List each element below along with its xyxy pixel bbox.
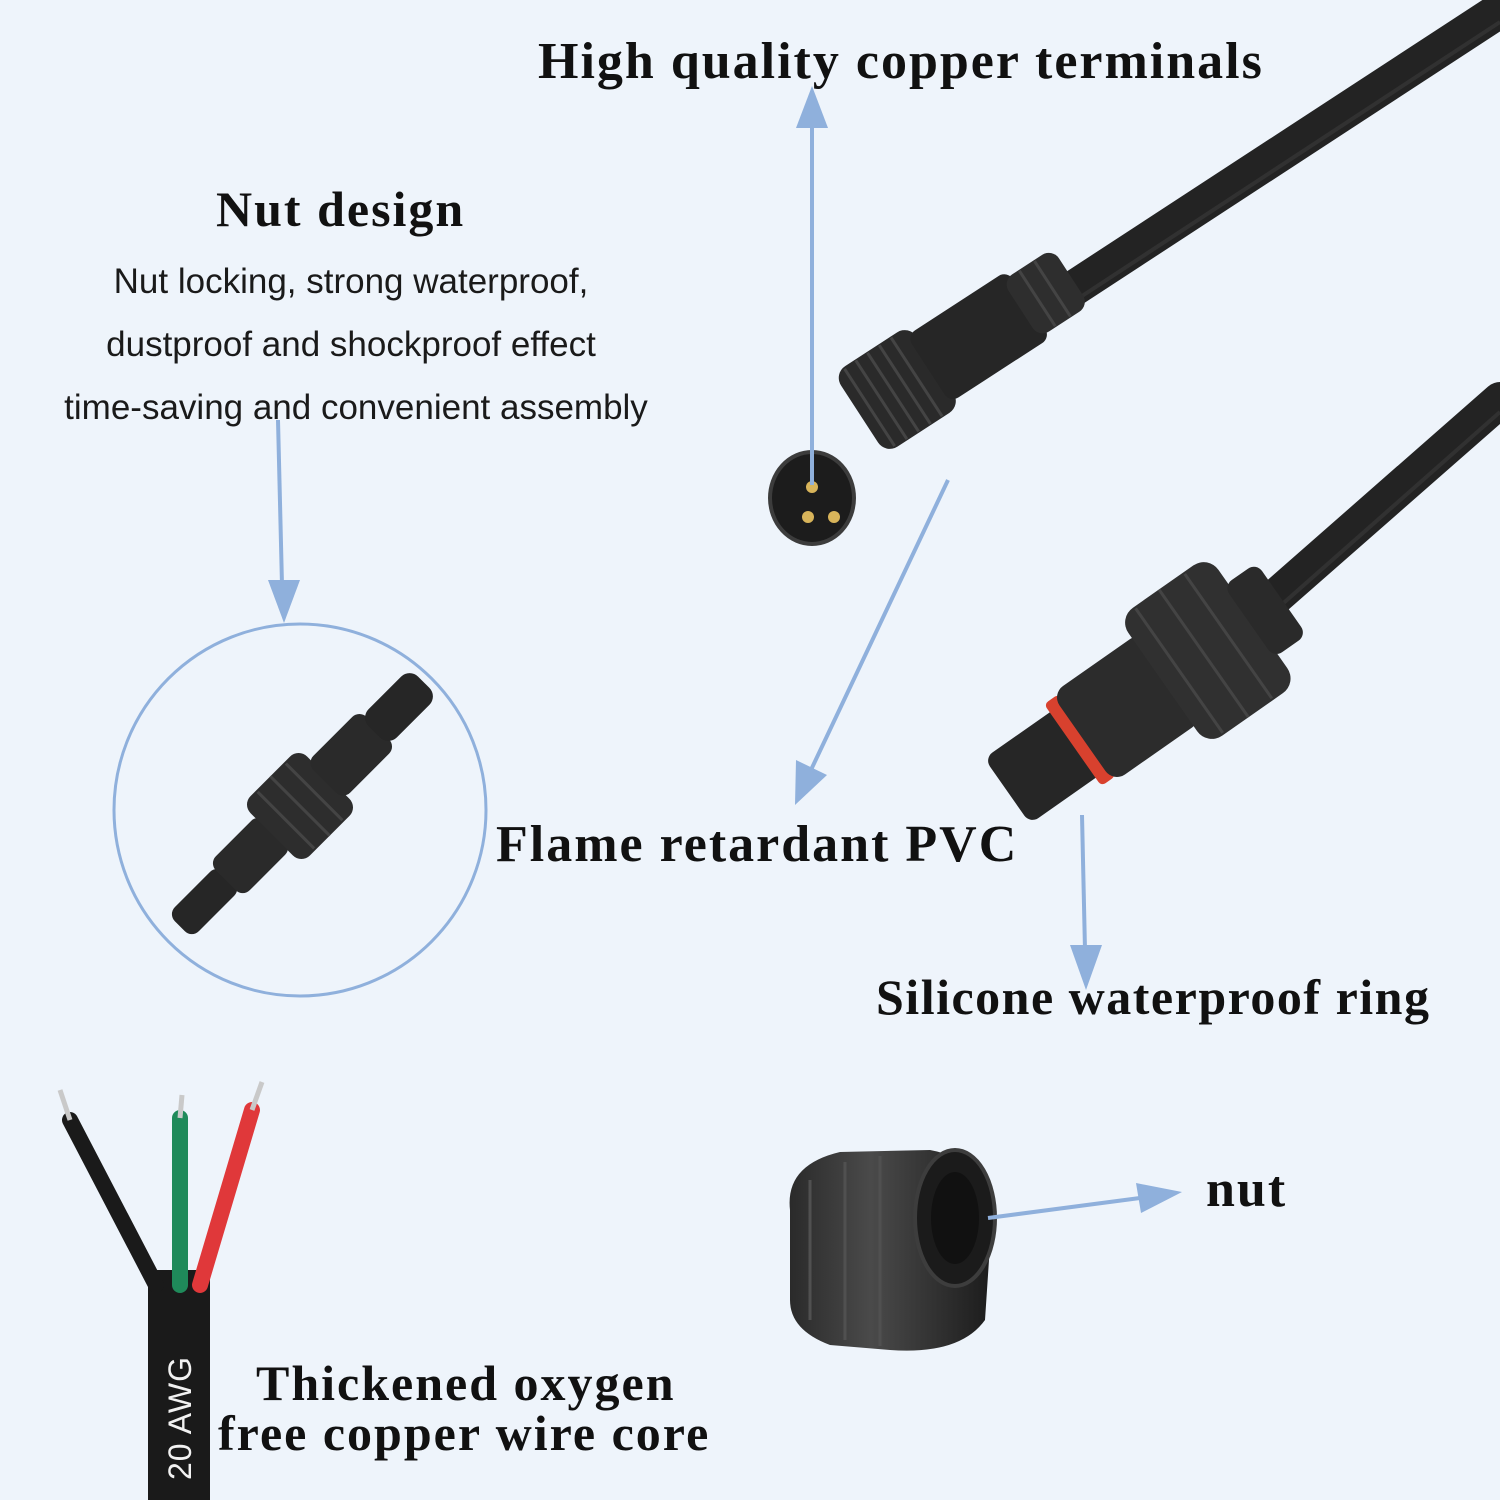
terminals-arrowhead <box>796 86 828 128</box>
ring-title: Silicone waterproof ring <box>876 969 1431 1025</box>
female-connector <box>988 562 1303 820</box>
nut-title: nut <box>1206 1161 1288 1218</box>
nut-design-arrowhead <box>268 580 300 623</box>
nut-design-line-3: time-saving and convenient assembly <box>64 388 648 427</box>
nut-design-arrow <box>276 419 284 586</box>
male-connector <box>838 252 1085 449</box>
loose-nut <box>789 1148 997 1351</box>
pvc-title: Flame retardant PVC <box>496 816 1019 873</box>
female-connector-cable <box>1237 382 1500 633</box>
pvc-arrow <box>808 479 950 773</box>
nut-design-title: Nut design <box>216 181 466 237</box>
nut-design-detail-circle <box>112 622 488 998</box>
wire-core-title-line2: free copper wire core <box>218 1405 711 1461</box>
ring-arrow <box>1080 814 1087 951</box>
callout-arrows <box>268 86 1182 1220</box>
male-connector-cable <box>992 0 1500 348</box>
nut-arrow <box>987 1196 1141 1220</box>
ring-arrowhead <box>1070 945 1102 990</box>
wire-core-title-line1: Thickened oxygen <box>256 1355 676 1411</box>
cable-gauge-label: 20 AWG <box>162 1356 198 1480</box>
stripped-cable <box>57 1081 265 1500</box>
nut-arrowhead <box>1136 1183 1182 1213</box>
nut-design-line-1: Nut locking, strong waterproof, <box>113 262 589 301</box>
connector-face <box>768 450 856 546</box>
terminals-title: High quality copper terminals <box>538 33 1264 90</box>
nut-design-line-2: dustproof and shockproof effect <box>106 325 596 364</box>
pvc-arrowhead <box>795 760 827 805</box>
